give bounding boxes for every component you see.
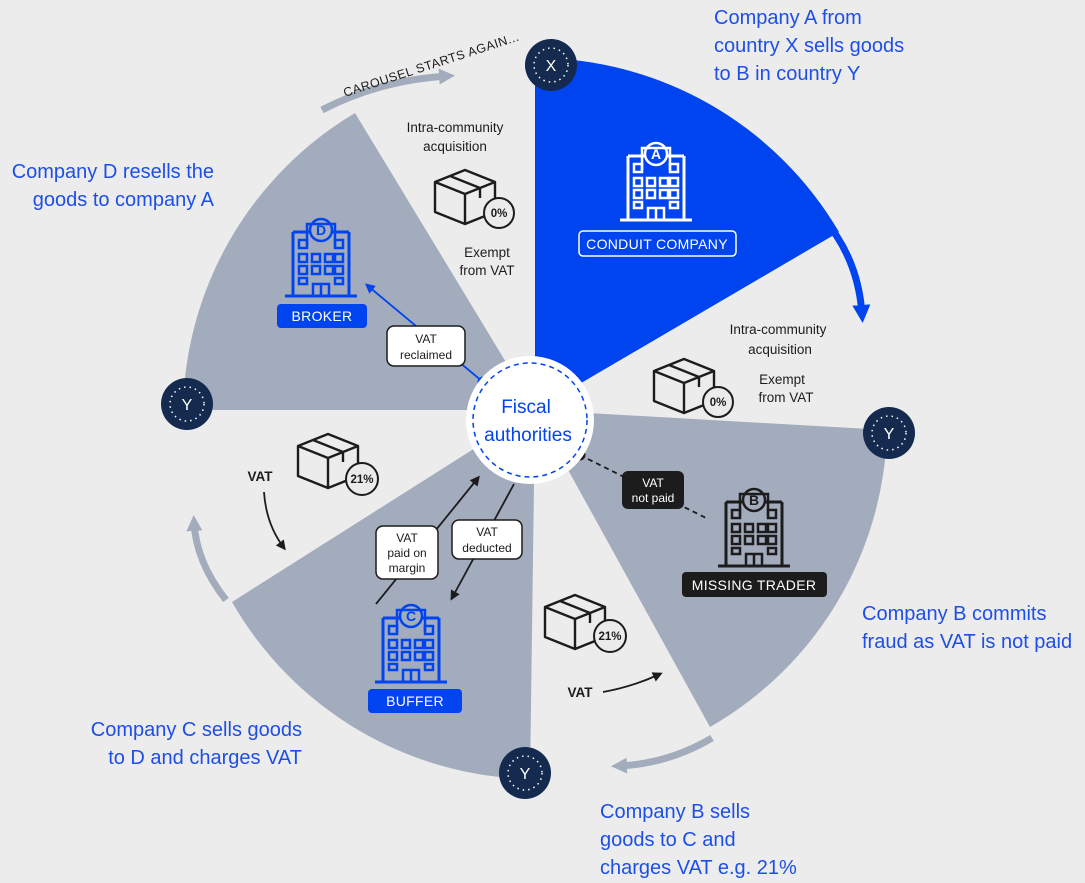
vat-arrow-c-to-d	[263, 491, 286, 551]
carousel-arrow	[320, 68, 455, 114]
vat-label-c-to-d: VAT	[248, 469, 274, 484]
svg-text:not paid: not paid	[632, 491, 675, 505]
svg-text:21%: 21%	[598, 631, 621, 643]
intra-community-label-top-1: Intra-community	[407, 120, 504, 135]
caption-company-a: Company A from country X sells goods to …	[714, 7, 905, 85]
arrow-c-to-d	[186, 515, 229, 603]
svg-text:B: B	[749, 492, 759, 508]
company-c-building-icon: C	[373, 603, 449, 684]
arrow-b-to-c	[611, 734, 714, 774]
company-b-role-tag: MISSING TRADER	[682, 572, 827, 597]
svg-text:CONDUIT COMPANY: CONDUIT COMPANY	[586, 236, 728, 252]
svg-text:paid on: paid on	[387, 546, 426, 560]
company-d-role-tag: BROKER	[277, 304, 367, 328]
svg-text:BROKER: BROKER	[292, 308, 353, 324]
intra-community-label-right-2: acquisition	[748, 342, 812, 357]
svg-text:Y: Y	[520, 766, 531, 783]
rate-badge-c-to-d: 21%	[345, 462, 379, 496]
svg-text:X: X	[546, 58, 557, 75]
vat-label-b-to-c: VAT	[568, 685, 594, 700]
rate-badge-a-to-b: 0%	[702, 386, 734, 418]
country-badge-y-left: Y	[161, 378, 213, 430]
svg-text:MISSING TRADER: MISSING TRADER	[692, 577, 817, 593]
vat-arrow-b-to-c	[602, 672, 663, 693]
svg-text:D: D	[316, 222, 326, 238]
caption-company-d: Company D resells the goods to company A	[11, 161, 214, 211]
company-b-building-icon: B	[716, 487, 792, 568]
exempt-label-top-1: Exempt	[464, 245, 510, 260]
carousel-text: CAROUSEL STARTS AGAIN...	[342, 30, 521, 100]
fiscal-authorities-node: Fiscal authorities	[466, 356, 594, 484]
country-badge-x: X	[525, 39, 577, 91]
exempt-label-top-2: from VAT	[459, 263, 514, 278]
arrow-a-to-b	[820, 215, 871, 323]
svg-text:C: C	[406, 608, 416, 624]
fiscal-authorities-line1: Fiscal	[501, 397, 551, 418]
svg-text:Y: Y	[884, 426, 895, 443]
svg-text:VAT: VAT	[396, 531, 418, 545]
intra-community-label-top-2: acquisition	[423, 139, 487, 154]
sector-conduit	[535, 57, 839, 411]
svg-text:BUFFER: BUFFER	[386, 693, 444, 709]
company-a-role-tag: CONDUIT COMPANY	[578, 230, 737, 257]
intra-community-label-right-1: Intra-community	[730, 322, 827, 337]
company-c-role-tag: BUFFER	[368, 689, 462, 713]
svg-text:Y: Y	[182, 397, 193, 414]
rate-badge-d-to-a: 0%	[483, 197, 515, 229]
exempt-label-right-2: from VAT	[758, 390, 813, 405]
svg-text:deducted: deducted	[462, 541, 511, 555]
country-badge-y-bottom: Y	[499, 747, 551, 799]
svg-text:0%: 0%	[710, 397, 727, 409]
svg-text:21%: 21%	[350, 474, 373, 486]
company-d-building-icon: D	[283, 217, 359, 298]
svg-text:VAT: VAT	[642, 476, 664, 490]
svg-text:VAT: VAT	[476, 525, 498, 539]
caption-company-c: Company C sells goods to D and charges V…	[90, 719, 302, 769]
caption-company-b-sells: Company B sells goods to C and charges V…	[600, 801, 797, 879]
vat-not-paid-connector	[579, 454, 707, 519]
vat-deducted-label: VAT deducted	[451, 519, 523, 560]
vat-not-paid-label: VAT not paid	[622, 471, 684, 509]
svg-text:reclaimed: reclaimed	[400, 348, 452, 362]
svg-text:margin: margin	[389, 561, 426, 575]
svg-text:A: A	[651, 146, 661, 162]
rate-badge-b-to-c: 21%	[593, 619, 627, 653]
country-badge-y-right: Y	[863, 407, 915, 459]
caption-company-b-fraud: Company B commits fraud as VAT is not pa…	[862, 603, 1073, 653]
svg-text:0%: 0%	[491, 208, 508, 220]
sector-missing-trader	[535, 410, 887, 727]
vat-reclaimed-label: VAT reclaimed	[386, 325, 466, 367]
vat-paid-on-margin-label: VAT paid on margin	[375, 525, 439, 580]
exempt-label-right-1: Exempt	[759, 372, 805, 387]
sector-broker	[183, 113, 535, 410]
company-a-building-icon: A	[618, 141, 694, 222]
fiscal-authorities-line2: authorities	[484, 425, 572, 446]
svg-text:VAT: VAT	[415, 332, 437, 346]
